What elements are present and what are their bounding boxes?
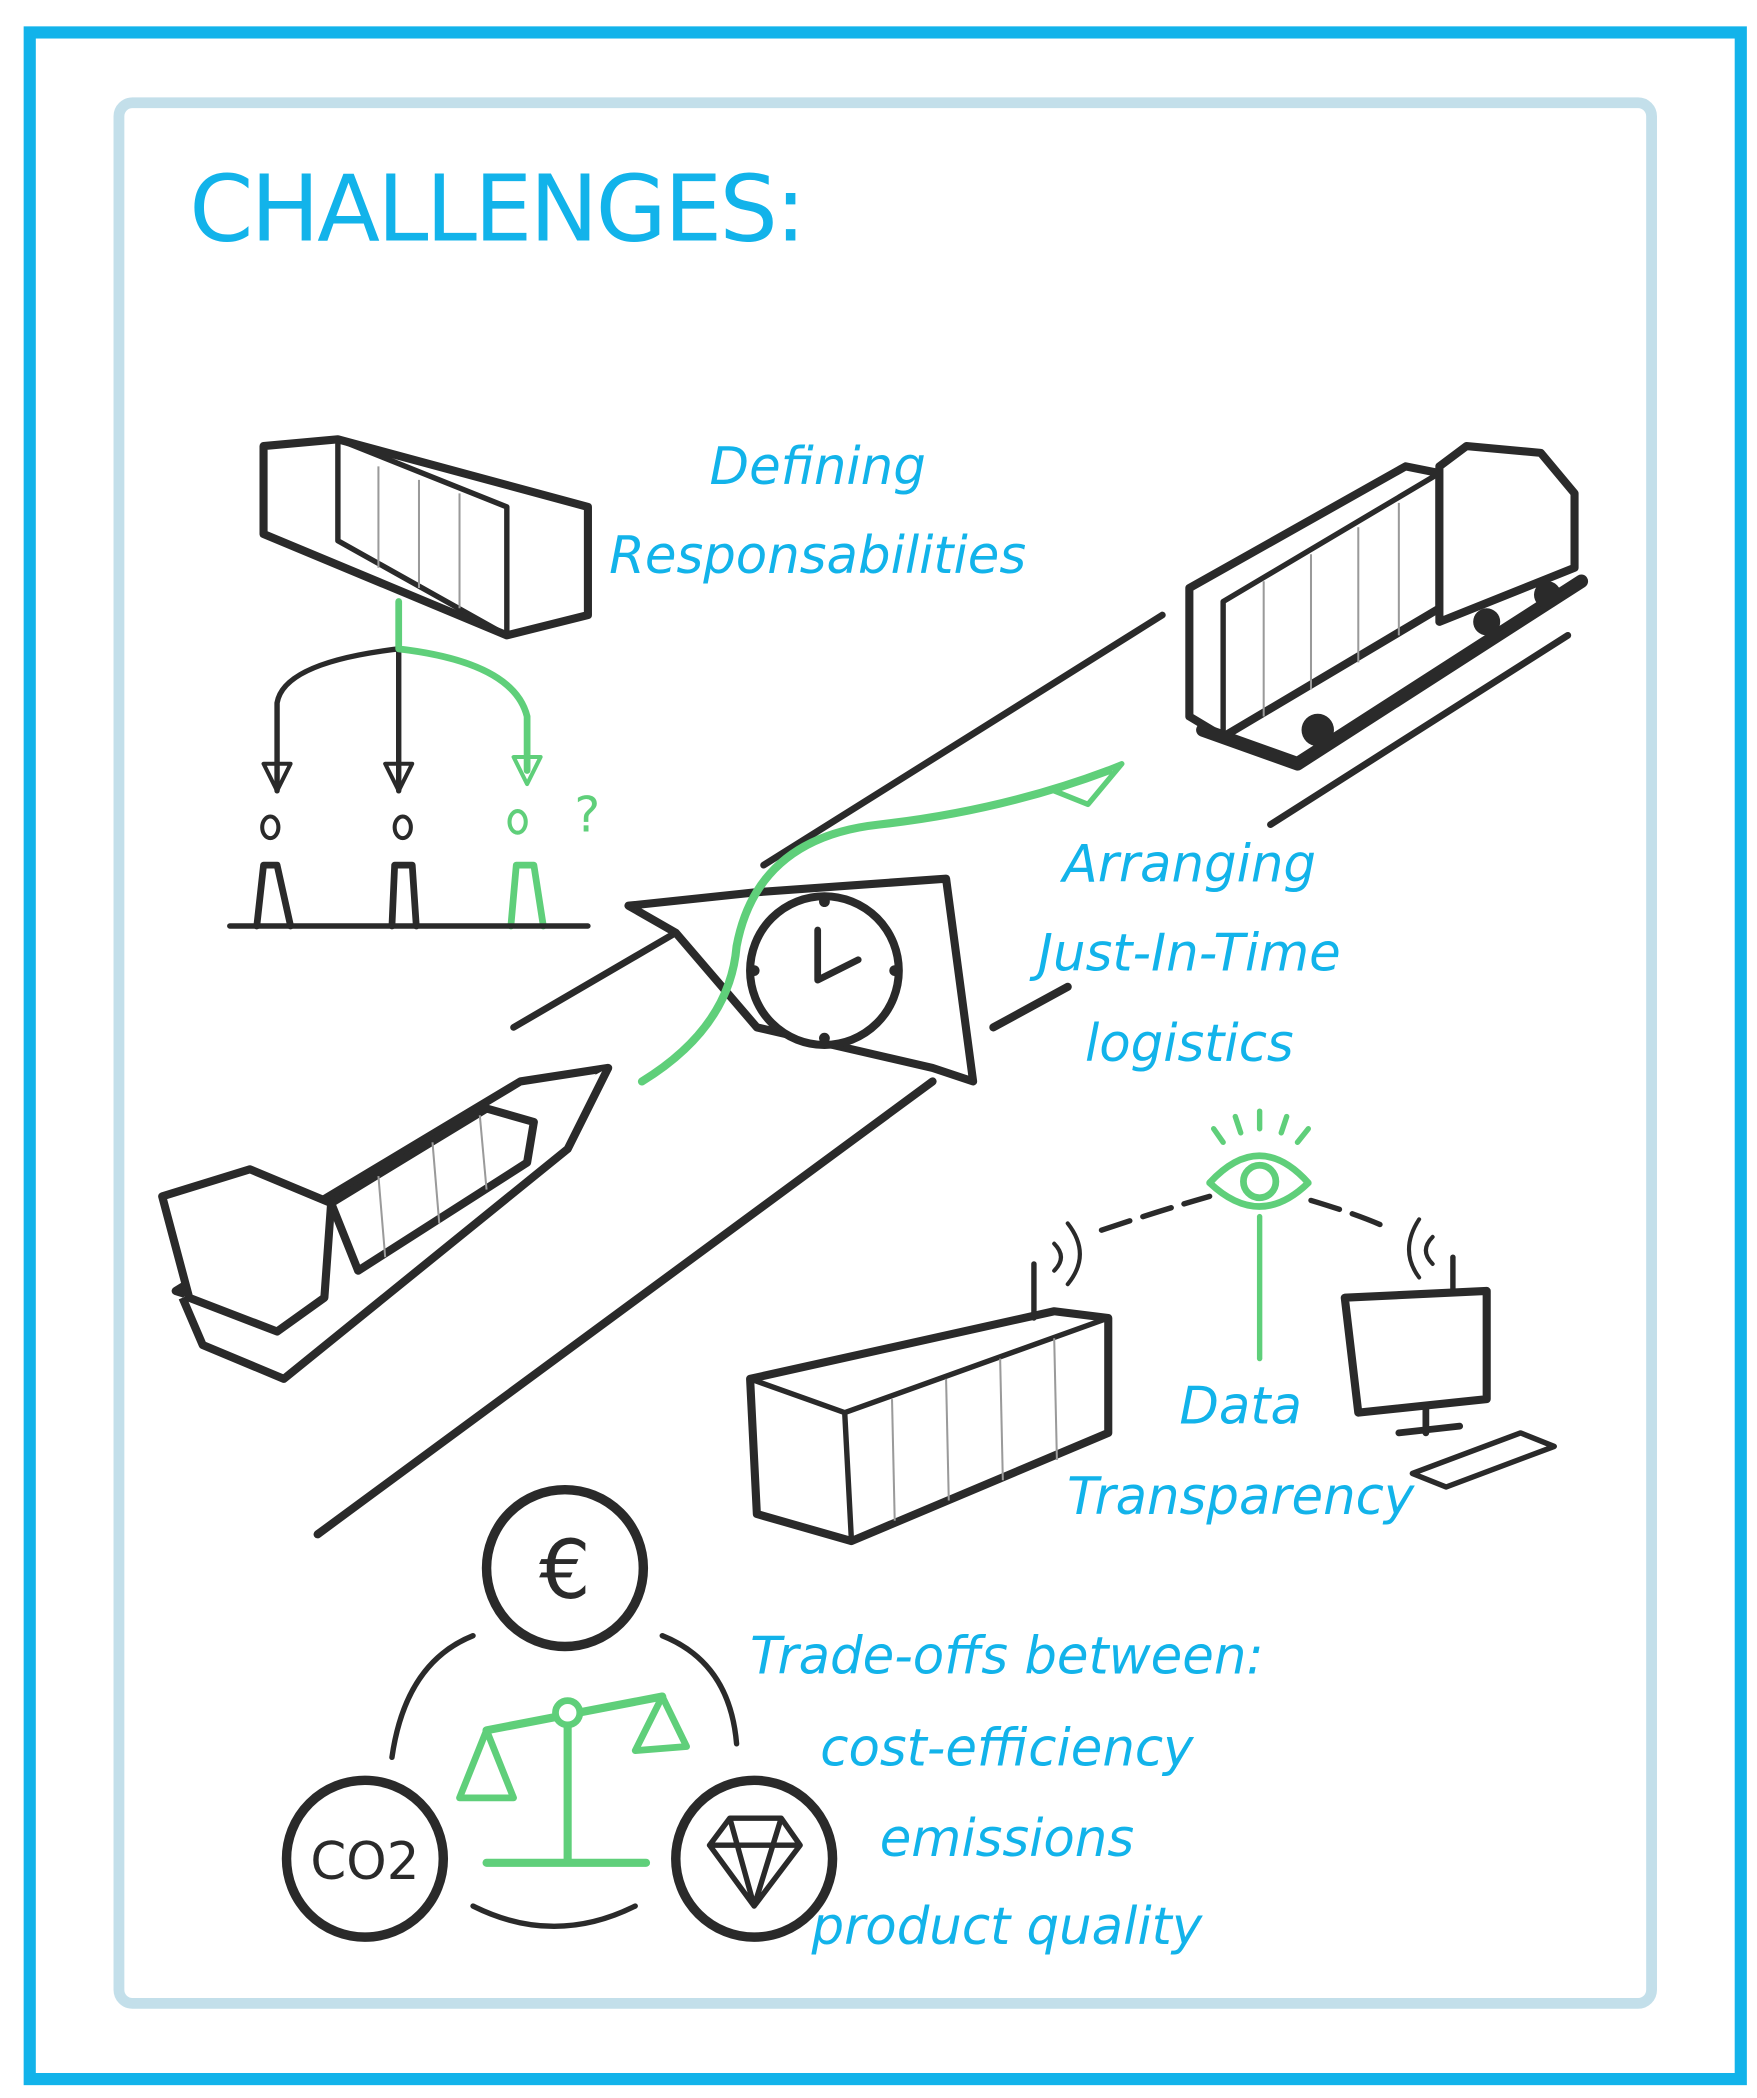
diamond-coin-icon — [671, 1775, 838, 1942]
svg-text:CO2: CO2 — [310, 1832, 419, 1892]
label-trade-offs: Trade-offs between: — [750, 1627, 1264, 1687]
label-product-quality: product quality — [811, 1897, 1203, 1957]
co2-coin-icon: CO2 — [281, 1775, 449, 1942]
label-emissions: emissions — [880, 1809, 1134, 1869]
question-mark-icon: ? — [574, 787, 600, 843]
label-just-in-time: Just-In-Time — [1029, 924, 1341, 984]
euro-coin-icon: € — [481, 1484, 649, 1652]
label-responsabilities: Responsabilities — [609, 526, 1026, 586]
svg-text:€: € — [539, 1524, 591, 1618]
responsibility-arrows — [261, 598, 543, 794]
person-icons: ? — [227, 787, 600, 930]
truck-icon — [1185, 442, 1589, 771]
label-data: Data — [1179, 1376, 1302, 1436]
clock-icon — [746, 892, 903, 1049]
ship-icon — [158, 1063, 613, 1383]
label-cost-efficiency: cost-efficiency — [820, 1718, 1194, 1778]
data-link-dashed — [1098, 1193, 1395, 1233]
road — [313, 611, 1572, 1539]
page-title: CHALLENGES: — [189, 156, 803, 263]
monitor-icon — [1340, 1217, 1557, 1490]
cycle-arcs — [389, 1632, 740, 1930]
inner-frame — [113, 97, 1657, 2009]
label-logistics: logistics — [1085, 1014, 1294, 1074]
outer-frame — [23, 26, 1747, 2086]
label-transparency: Transparency — [1067, 1467, 1415, 1527]
eye-icon — [1206, 1108, 1312, 1362]
label-arranging: Arranging — [1060, 834, 1316, 894]
label-defining: Defining — [710, 437, 926, 497]
container-icon — [259, 435, 592, 640]
container-sensor-icon — [746, 1221, 1113, 1546]
balance-scale-icon — [456, 1692, 690, 1867]
